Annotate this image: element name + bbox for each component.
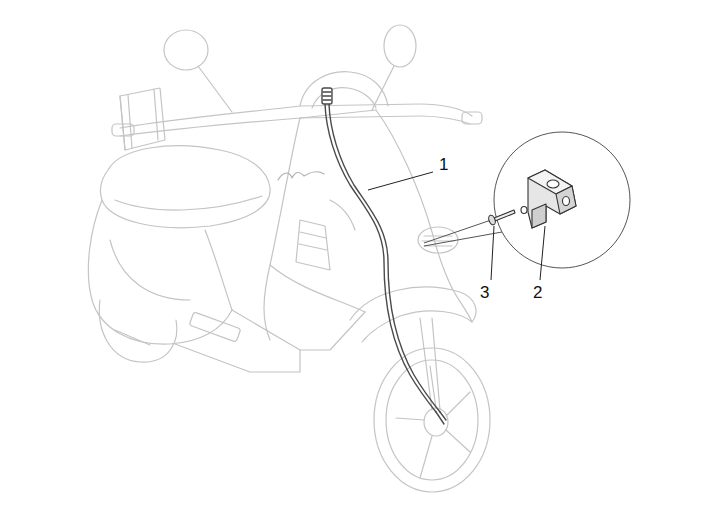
callout-number: 1 [437,155,450,174]
callout-number: 3 [478,283,491,302]
callout-number: 2 [531,283,544,302]
